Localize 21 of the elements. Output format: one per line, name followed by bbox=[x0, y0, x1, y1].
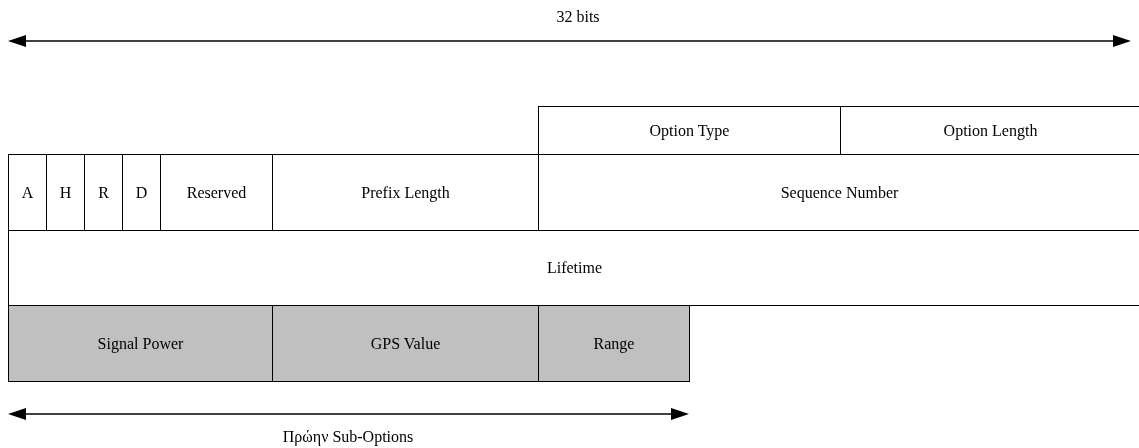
field-cell bbox=[8, 154, 47, 231]
field-name: H bbox=[59, 183, 72, 202]
field-cell bbox=[538, 106, 841, 155]
field-name: R bbox=[98, 183, 109, 202]
field-name: Sequence Number bbox=[780, 183, 899, 202]
field-name: Range bbox=[593, 334, 635, 353]
field-name: GPS Value bbox=[370, 334, 441, 353]
field-name: Reserved bbox=[186, 183, 247, 202]
dimension-label: 32 bits bbox=[556, 8, 600, 26]
field-cell bbox=[272, 305, 539, 382]
field-name: Signal Power bbox=[97, 334, 184, 353]
field-cell bbox=[8, 305, 273, 382]
field-cell bbox=[8, 230, 1139, 306]
field-name: Option Length bbox=[943, 121, 1038, 140]
field-name: D bbox=[135, 183, 148, 202]
field-name: Lifetime bbox=[546, 259, 603, 277]
field-name: A bbox=[21, 183, 34, 202]
field-cell bbox=[538, 305, 690, 382]
dimension-label: Πρώην Sub-Options bbox=[282, 428, 414, 446]
field-name: Prefix Length bbox=[361, 183, 450, 202]
field-name: Option Type bbox=[649, 121, 730, 140]
